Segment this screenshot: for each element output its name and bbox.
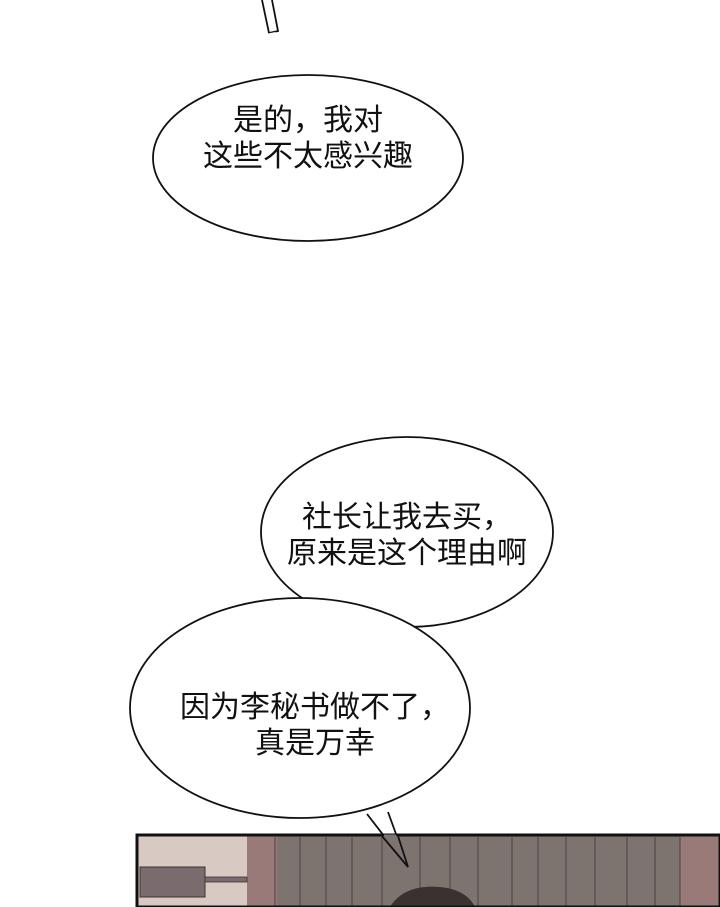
speech-bubble-1 <box>152 0 464 242</box>
bubble-2-line-1: 社长让我去买， <box>302 500 512 535</box>
bubble-1-text: 是的，我对 这些不太感兴趣 <box>158 103 458 175</box>
bottom-panel <box>135 833 720 907</box>
bubble-1-line-1: 是的，我对 <box>233 103 383 138</box>
bubble-1-line-2: 这些不太感兴趣 <box>203 139 413 174</box>
bubble-3-text: 因为李秘书做不了， 真是万幸 <box>150 690 480 762</box>
bubble-3-line-1: 因为李秘书做不了， <box>180 690 450 725</box>
bubble-2-line-2: 原来是这个理由啊 <box>287 536 527 571</box>
bubble-3-line-2: 真是万幸 <box>255 726 375 761</box>
bubble-2-text: 社长让我去买， 原来是这个理由啊 <box>262 500 552 572</box>
